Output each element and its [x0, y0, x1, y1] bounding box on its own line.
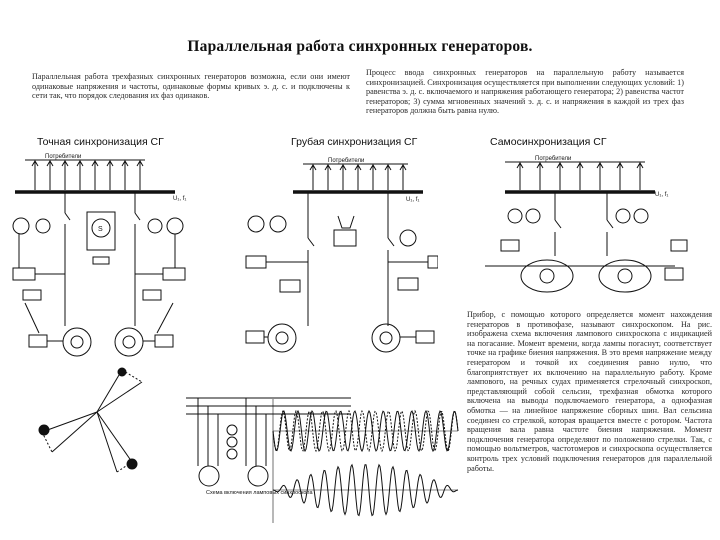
- bus-label-3: U₁, f₁: [655, 192, 668, 198]
- phasor-diagram: [38, 367, 143, 473]
- beat-waveform-graph: [272, 399, 459, 523]
- exact-sync-diagram: Потребители U₁, f₁ S: [12, 154, 186, 357]
- consumers-label-1: Потребители: [45, 154, 81, 160]
- lamp-scheme-caption: Схема включения ламповых синхроскопа: [206, 490, 313, 496]
- intro-right-text: Процесс ввода синхронных генераторов на …: [366, 68, 684, 116]
- beat-voltage-wave: [272, 463, 459, 517]
- consumers-label-3: Потребители: [535, 156, 571, 162]
- caption-rough-sync: Грубая синхронизация СГ: [291, 136, 418, 148]
- consumer-arrows-3: [516, 162, 644, 190]
- lamp-synchroscope-diagram: Схема включения ламповых синхроскопа: [186, 397, 351, 496]
- caption-exact-sync: Точная синхронизация СГ: [37, 136, 164, 148]
- intro-left-text: Параллельная работа трехфазных синхронны…: [32, 72, 350, 101]
- consumer-arrows-2: [309, 164, 407, 190]
- caption-self-sync: Самосинхронизация СГ: [490, 136, 607, 148]
- body-text: Прибор, с помощью которого определяется …: [467, 310, 712, 473]
- page-title: Параллельная работа синхронных генератор…: [187, 38, 533, 55]
- self-sync-diagram: Потребители U₁, f₁: [485, 156, 688, 293]
- consumer-arrows-1: [31, 160, 144, 190]
- svg-text:S: S: [98, 226, 103, 233]
- rough-sync-diagram: Потребители U₁, f₁: [245, 158, 438, 353]
- consumers-label-2: Потребители: [328, 158, 364, 164]
- bus-label-2: U₁, f₁: [406, 197, 419, 203]
- bus-label-1: U₁, f₁: [173, 196, 186, 202]
